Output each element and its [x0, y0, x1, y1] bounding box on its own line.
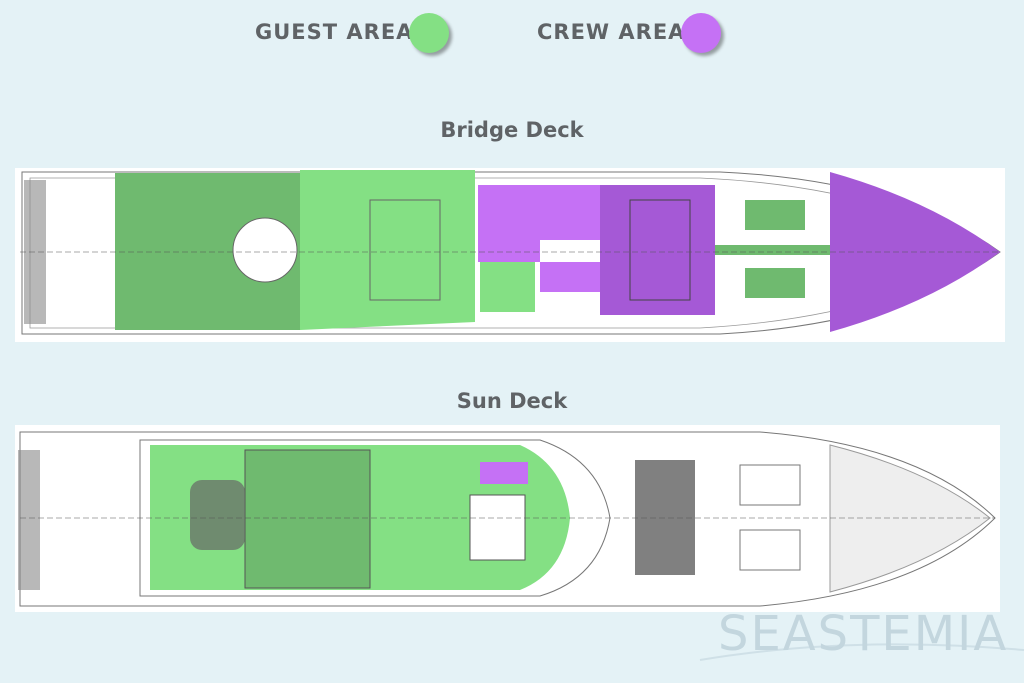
logo-wave [699, 643, 1024, 661]
bridge-deck-title: Bridge Deck [440, 118, 584, 142]
sun-deck-title: Sun Deck [456, 389, 568, 413]
bridge-stairs-guest [480, 262, 535, 312]
bow-sunpad-2 [745, 268, 805, 298]
sun-foredeck [829, 444, 991, 593]
sun-stern-steps [18, 450, 40, 590]
radar-arch [635, 460, 695, 575]
sun-sunpad-1 [739, 464, 801, 506]
wheelhouse-crew [600, 185, 715, 315]
sun-deck-awning [244, 449, 371, 589]
bow-walkway [715, 245, 845, 255]
legend-crew-label: CREW AREA [537, 20, 686, 44]
jacuzzi [190, 480, 245, 550]
bridge-salon-guest [300, 170, 475, 330]
legend-guest-swatch [409, 13, 449, 53]
bow-sunpad-1 [745, 200, 805, 230]
legend-crew-swatch [681, 13, 721, 53]
bridge-deck-plan [15, 168, 1005, 342]
sun-sunpad-2 [739, 529, 801, 571]
dining-table [232, 217, 298, 283]
sun-deck-plan [15, 425, 1000, 612]
sun-deck-crew-area [480, 462, 528, 484]
bar [469, 494, 526, 561]
legend-guest-label: GUEST AREA [255, 20, 414, 44]
bridge-crew-area-2 [540, 262, 600, 292]
seastemia-logo: SEASTEMIA [718, 606, 1009, 662]
bridge-crew-area-1 [478, 185, 600, 262]
